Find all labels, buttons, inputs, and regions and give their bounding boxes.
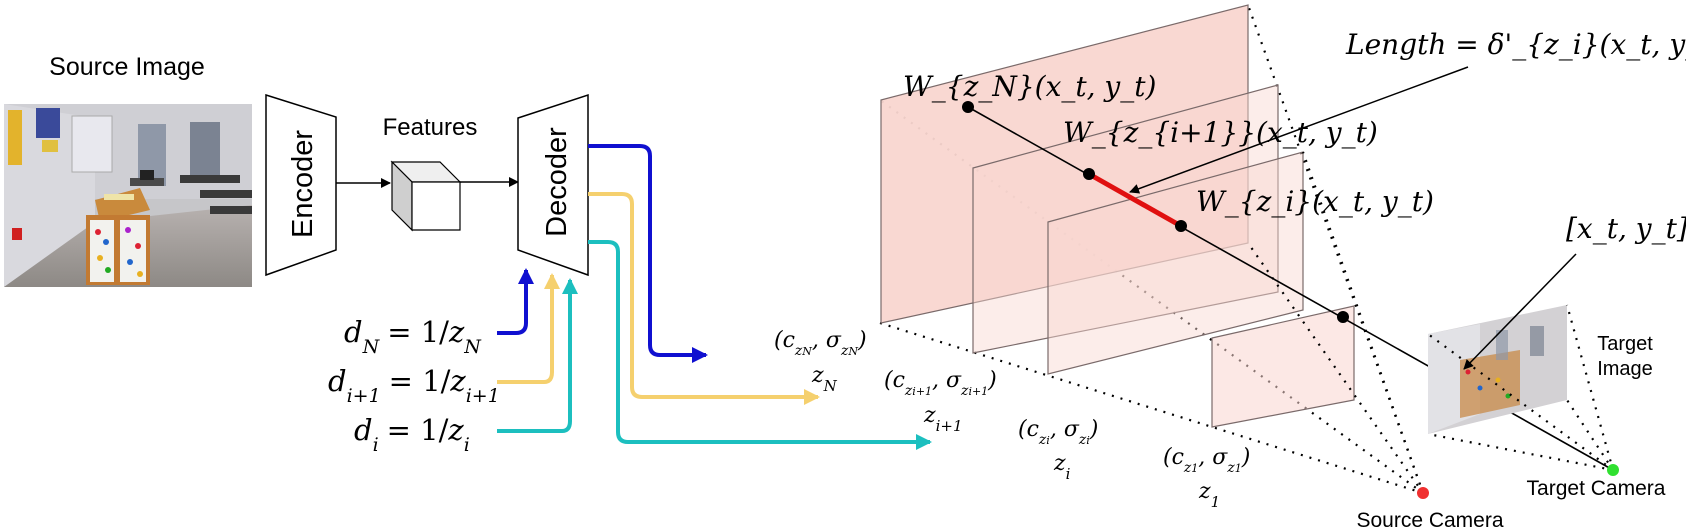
input-dN: dN= 1/zN <box>344 315 482 358</box>
source-image-title: Source Image <box>49 53 205 81</box>
output-arrow-zN <box>588 144 708 363</box>
input-arrow-di1 <box>497 273 560 384</box>
target-image-label-2: Image <box>1597 358 1653 380</box>
output-zN: (czN, σzN) zN <box>774 328 867 395</box>
target-point-arrow <box>1463 253 1577 370</box>
encoder-block <box>265 93 337 277</box>
svg-text:z1: z1 <box>1198 479 1220 511</box>
output-arrow-zi <box>588 240 932 450</box>
svg-text:zN: zN <box>811 363 838 395</box>
label-wi: W_{z_i}(x_t, y_t) <box>1196 185 1434 218</box>
length-segment <box>1087 171 1183 229</box>
length-pointer-arrow <box>1129 66 1469 194</box>
source-camera-label: Source Camera <box>1356 509 1503 528</box>
output-zi1: (czi+1, σzi+1) zi+1 <box>884 368 997 435</box>
svg-text:(cz1, σz1): (cz1, σz1) <box>1163 445 1250 476</box>
target-point-label: [x_t, y_t]^T <box>1566 212 1686 245</box>
length-label: Length = δ'_{z_i}(x_t, y_t) <box>1345 28 1686 61</box>
input-di1: di+1= 1/zi+1 <box>328 364 500 407</box>
source-camera-dot <box>1417 487 1429 499</box>
output-z1: (cz1, σz1) z1 <box>1163 445 1250 511</box>
point-wi <box>1175 220 1187 232</box>
plane-z1 <box>1211 305 1355 428</box>
output-arrow-zi1 <box>588 192 820 405</box>
feature-cube-icon <box>390 160 462 232</box>
target-photo <box>1428 305 1567 434</box>
encoder-label: Encoder <box>287 130 319 238</box>
output-zi: (czi, σzi) zi <box>1018 417 1098 483</box>
input-di: di= 1/zi <box>354 413 470 456</box>
svg-text:(czN, σzN): (czN, σzN) <box>774 328 867 359</box>
decoder-block <box>517 93 589 277</box>
label-wN: W_{z_N}(x_t, y_t) <box>903 70 1156 103</box>
svg-text:zi+1: zi+1 <box>923 403 963 435</box>
input-arrow-dN <box>497 268 534 335</box>
input-arrow-di <box>497 278 578 433</box>
point-wi1 <box>1083 168 1095 180</box>
plane-zi <box>1047 151 1304 375</box>
target-camera-dot <box>1607 464 1619 476</box>
target-frustum <box>1427 304 1615 472</box>
svg-text:(czi+1, σzi+1): (czi+1, σzi+1) <box>884 368 997 399</box>
target-camera-label: Target Camera <box>1527 477 1666 500</box>
svg-text:(czi, σzi): (czi, σzi) <box>1018 417 1098 448</box>
point-w1 <box>1337 311 1349 323</box>
svg-text:zi: zi <box>1053 451 1071 483</box>
decoder-label: Decoder <box>541 127 573 237</box>
source-photo <box>4 104 252 287</box>
features-label: Features <box>383 114 478 141</box>
point-wN <box>962 101 974 113</box>
target-image-label-1: Target <box>1597 333 1653 355</box>
label-wi1: W_{z_{i+1}}(x_t, y_t) <box>1063 116 1378 149</box>
